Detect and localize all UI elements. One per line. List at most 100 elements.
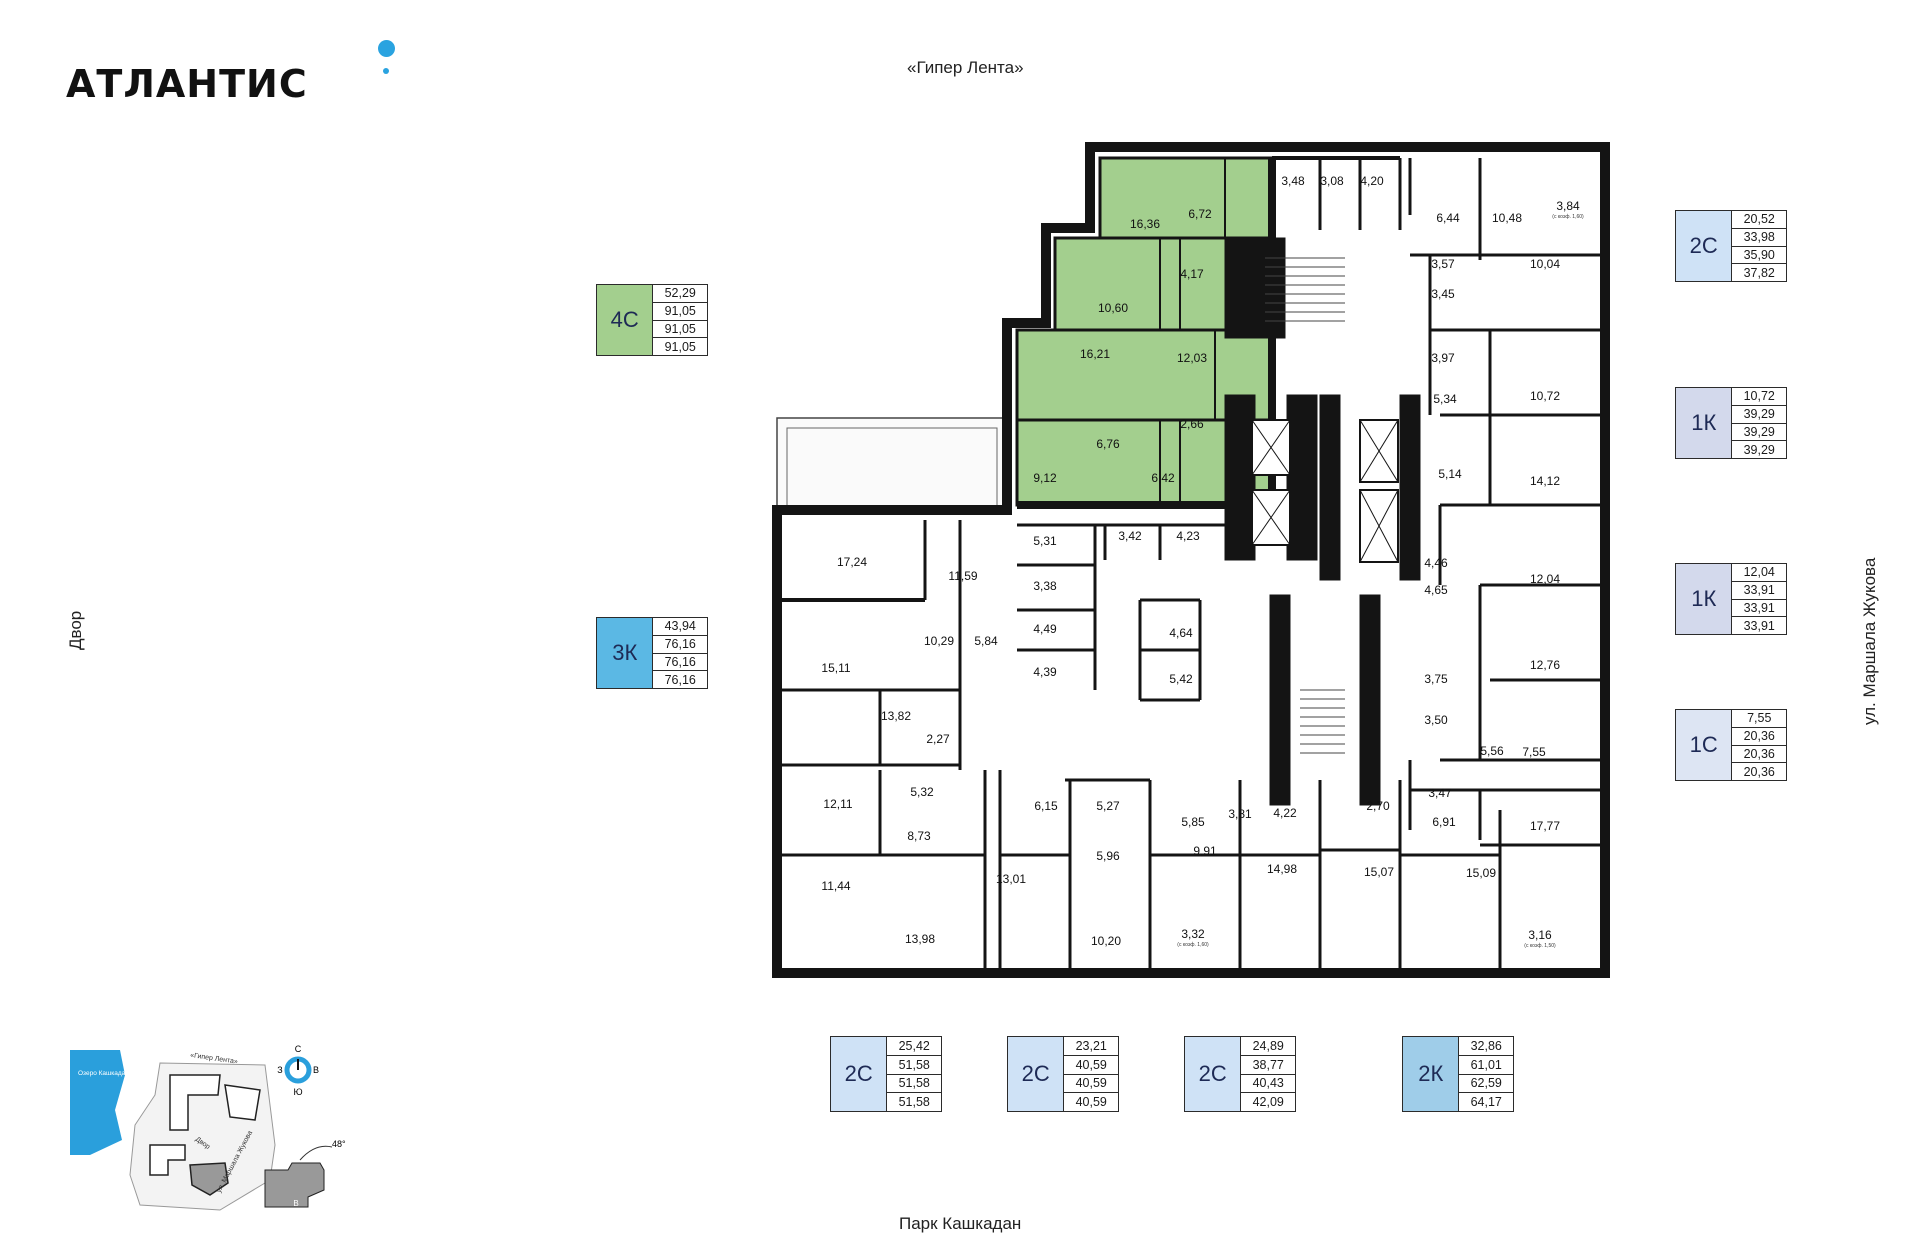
apt-card-area: 10,72 <box>1732 388 1786 406</box>
room-area-label: 5,34 <box>1433 392 1457 406</box>
core-wall <box>1269 594 1291 806</box>
apt-card-area: 43,94 <box>653 618 707 636</box>
room-area-label: 3,32 <box>1181 927 1205 941</box>
room-area-label: 5,31 <box>1033 534 1057 548</box>
apt-card-area: 91,05 <box>664 339 696 354</box>
plan-background <box>772 142 1610 978</box>
minimap-lake-label: Озеро Кашкадан <box>78 1070 129 1077</box>
room-area-label: 10,04 <box>1530 257 1560 271</box>
room-area-label: 13,82 <box>881 709 911 723</box>
room-area-label: 4,23 <box>1176 529 1200 543</box>
room-area-label: 4,20 <box>1360 174 1384 188</box>
room-area-label: 3,08 <box>1320 174 1344 188</box>
room-area-label: 4,39 <box>1033 665 1057 679</box>
apt-card-area: 33,91 <box>1732 582 1786 600</box>
elevator-shafts <box>1251 257 1399 754</box>
section-key-shape <box>264 1162 325 1208</box>
logo-dot-icon <box>378 40 395 57</box>
apt-card-code: 2С <box>1185 1037 1242 1111</box>
room-area-label: 11,44 <box>821 879 850 893</box>
apt-card-area: 24,89 <box>1241 1037 1295 1056</box>
core-wall <box>1319 394 1341 581</box>
room-area-label: 5,85 <box>1181 815 1205 829</box>
room-area-label: 6,44 <box>1436 211 1460 225</box>
room-area-label: 3,84 <box>1556 199 1580 213</box>
minimap-building-a <box>169 1074 221 1131</box>
room-area-label: 5,84 <box>974 634 998 648</box>
room-area-label: 6,15 <box>1034 799 1058 813</box>
room-coef-note: (с коэф. 1,50) <box>1524 943 1556 949</box>
apt-card-code: 1К <box>1676 388 1733 458</box>
room-area-label: 2,66 <box>1180 417 1204 431</box>
room-area-label: 15,11 <box>821 661 850 675</box>
apt-card-area: 20,36 <box>1732 728 1786 746</box>
apt-card-area: 33,98 <box>1732 229 1786 247</box>
room-area-label: 10,72 <box>1530 389 1560 403</box>
apt-card-area: 62,59 <box>1459 1075 1513 1094</box>
core-wall <box>1286 394 1318 561</box>
room-area-label: 10,20 <box>1091 934 1121 948</box>
minimap-building-selected <box>189 1162 229 1196</box>
apt-card-area: 20,36 <box>1732 746 1786 764</box>
apt-card-area: 40,59 <box>1064 1075 1118 1094</box>
balcony-frame <box>776 417 1008 511</box>
room-area-label: 14,98 <box>1267 862 1297 876</box>
room-area-label: 3,75 <box>1424 672 1448 686</box>
room-area-label: 4,22 <box>1273 806 1297 820</box>
apt-card-code: 4С <box>597 285 654 355</box>
apt-card-area: 39,29 <box>1743 442 1775 457</box>
room-area-label: 7,55 <box>1522 745 1546 759</box>
apt-card-area: 33,91 <box>1732 600 1786 618</box>
compass-east: В <box>313 1065 319 1075</box>
apt-card-area: 39,29 <box>1732 424 1786 442</box>
room-area-label: 3,81 <box>1228 807 1252 821</box>
apt-card-area: 51,58 <box>887 1056 941 1075</box>
room-area-label: 5,14 <box>1438 467 1462 481</box>
core-wall <box>1359 594 1381 806</box>
context-top-label: «Гипер Лента» <box>907 58 1024 77</box>
room-area-label: 15,09 <box>1466 866 1496 880</box>
apt-card-area: 76,16 <box>653 636 707 654</box>
minimap-lake <box>70 1050 125 1155</box>
apt-card-area: 64,17 <box>1470 1095 1502 1110</box>
apt-card-area: 40,59 <box>1064 1056 1118 1075</box>
apt-card-area: 7,55 <box>1732 710 1786 728</box>
apt-card-area: 76,16 <box>664 672 696 687</box>
angle-arc-icon <box>299 1145 333 1161</box>
minimap-building-b <box>224 1084 261 1121</box>
apt-card-area: 35,90 <box>1732 247 1786 265</box>
room-area-label: 3,38 <box>1033 579 1057 593</box>
apt-card-area: 37,82 <box>1743 265 1775 280</box>
apt-card-area: 20,52 <box>1732 211 1786 229</box>
room-area-label: 4,46 <box>1424 556 1448 570</box>
core-wall <box>1399 394 1421 581</box>
elevator-cross-icon <box>1359 489 1399 563</box>
room-area-label: 6,42 <box>1151 471 1175 485</box>
apt-card-area: 61,01 <box>1459 1056 1513 1075</box>
room-area-label: 3,47 <box>1428 786 1452 800</box>
apt-card-code: 2С <box>1008 1037 1065 1111</box>
elevator-cross-icon <box>1359 419 1399 483</box>
room-area-label: 12,11 <box>823 797 852 811</box>
building-outline <box>772 142 1610 978</box>
compass-west: З <box>277 1065 282 1075</box>
apt-card-area: 38,77 <box>1241 1056 1295 1075</box>
apt-card-area: 40,59 <box>1075 1095 1107 1110</box>
room-area-label: 9,91 <box>1193 844 1217 858</box>
site-minimap: Озеро Кашкадан «Гипер Лента» Двор ул. Ма… <box>70 1044 346 1211</box>
apt-card-area: 32,86 <box>1459 1037 1513 1056</box>
room-area-label: 11,59 <box>948 569 977 583</box>
